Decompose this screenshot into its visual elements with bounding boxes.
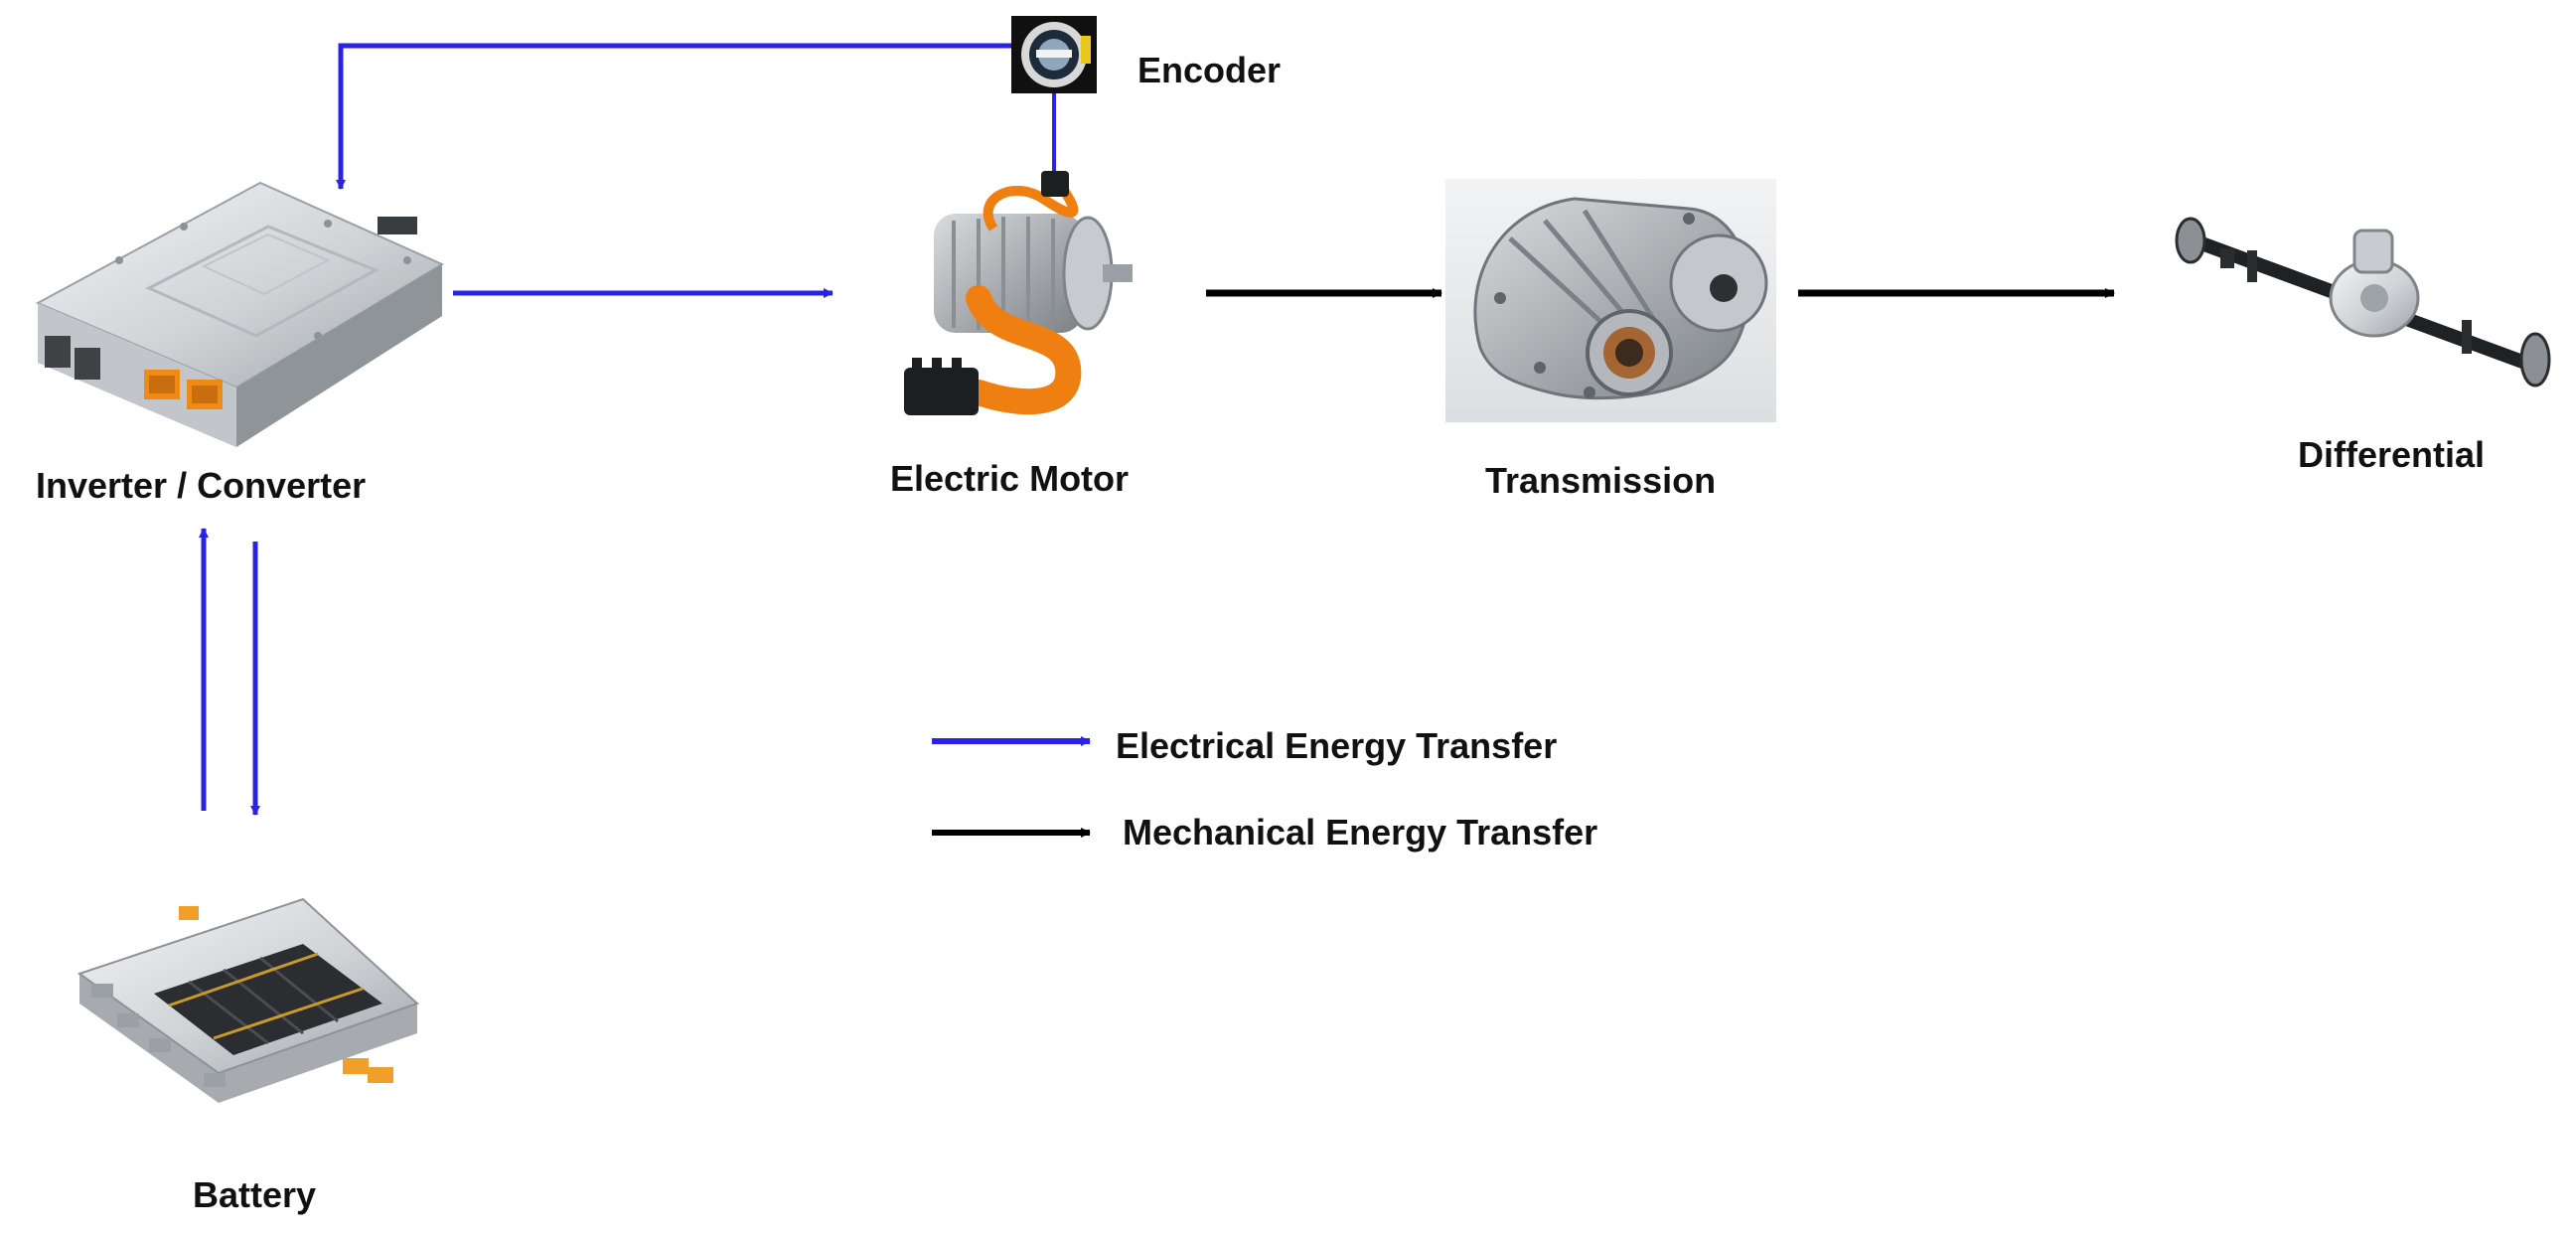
inverter-converter-label: Inverter / Converter (36, 465, 367, 506)
transmission-icon (1445, 179, 1776, 422)
legend-electrical-label: Electrical Energy Transfer (1116, 725, 1558, 766)
differential-label: Differential (2298, 434, 2486, 475)
encoder-label: Encoder (1137, 50, 1282, 90)
encoder-icon (1011, 16, 1097, 93)
battery-pack-icon (76, 897, 419, 1103)
legend-mechanical-label: Mechanical Energy Transfer (1123, 812, 1598, 852)
electric-motor-label: Electric Motor (890, 458, 1130, 499)
electric-motor-icon (904, 171, 1133, 415)
differential-axle-icon (2175, 217, 2551, 387)
battery-label: Battery (193, 1174, 317, 1215)
inverter-icon (35, 181, 445, 447)
encoder-feedback-arrow (336, 43, 1011, 190)
transmission-label: Transmission (1485, 460, 1717, 501)
